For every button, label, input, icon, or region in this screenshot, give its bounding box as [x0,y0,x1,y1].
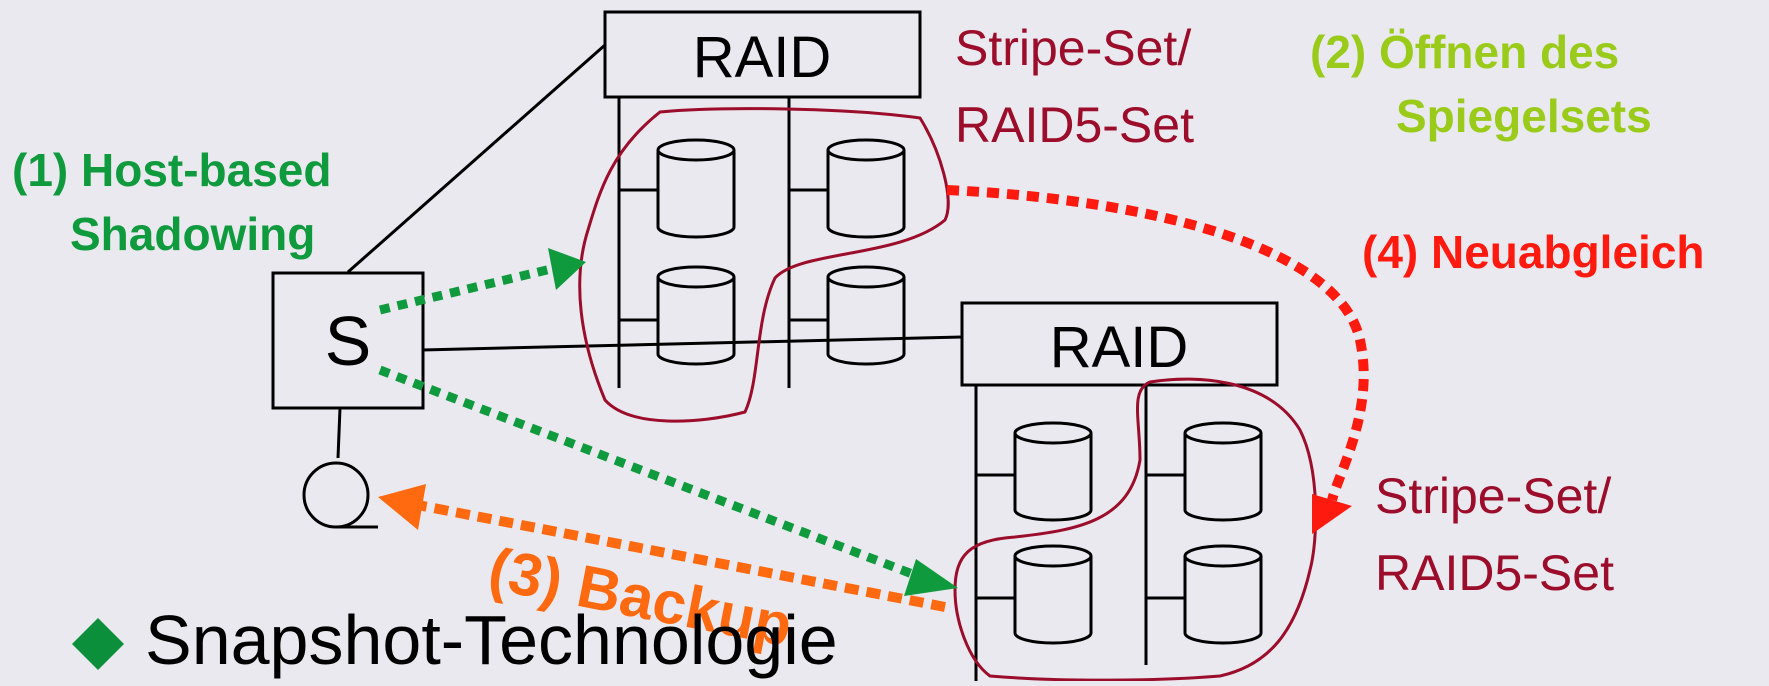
disk-icon [826,265,906,366]
step1-line1: (1) Host-based [12,144,331,196]
bullet-item: Snapshot-Technologie [72,601,838,679]
disk-icon [826,138,906,239]
stripe-set-top-line1: Stripe-Set/ [955,20,1191,76]
raid-top: RAID [603,10,922,388]
step1-line2: Shadowing [70,208,315,260]
server-box [271,271,425,410]
label-stripe-set-top: Stripe-Set/ RAID5-Set [955,20,1194,153]
stripe-set-outline-top [578,107,950,423]
link-server-tape [336,407,342,459]
link-server-raid-top [347,43,606,274]
step2-line1: (2) Öffnen des [1310,26,1619,78]
server: S [271,271,425,410]
disk-icon [1183,421,1263,522]
disk-icon [1013,421,1093,522]
bullet-text: Snapshot-Technologie [145,601,838,679]
stripe-set-bottom-line1: Stripe-Set/ [1375,468,1611,524]
raid-top-box [603,10,922,99]
label-step4: (4) Neuabgleich [1362,226,1705,278]
raid-bottom-label: RAID [1050,315,1189,380]
disk-icon [656,265,736,366]
raid-bottom-box [960,301,1279,387]
step2-line2: Spiegelsets [1396,90,1652,142]
stripe-set-bottom-line2: RAID5-Set [1375,545,1614,601]
diamond-bullet-icon [72,618,124,670]
disks-bottom [1013,421,1263,645]
label-step2: (2) Öffnen des Spiegelsets [1310,26,1652,142]
stripe-set-top-line2: RAID5-Set [955,97,1194,153]
raid-top-label: RAID [693,25,832,90]
arrow-shadowing-bottom [378,365,958,596]
raid-bottom: RAID [960,301,1279,681]
arrow-backup [378,484,946,612]
label-step1: (1) Host-based Shadowing [12,144,331,260]
stripe-set-outline-bottom [953,377,1318,682]
arrow-shadowing-top [378,248,586,315]
disk-icon [1183,544,1263,645]
disks-top [656,138,906,366]
disk-icon [656,138,736,239]
server-label: S [325,302,372,380]
label-stripe-set-bottom: Stripe-Set/ RAID5-Set [1375,468,1614,601]
tape-icon [302,461,378,529]
disk-icon [1013,544,1093,645]
connection-lines [336,43,963,459]
link-server-raid-bottom [421,335,963,352]
arrow-resync [946,185,1369,534]
